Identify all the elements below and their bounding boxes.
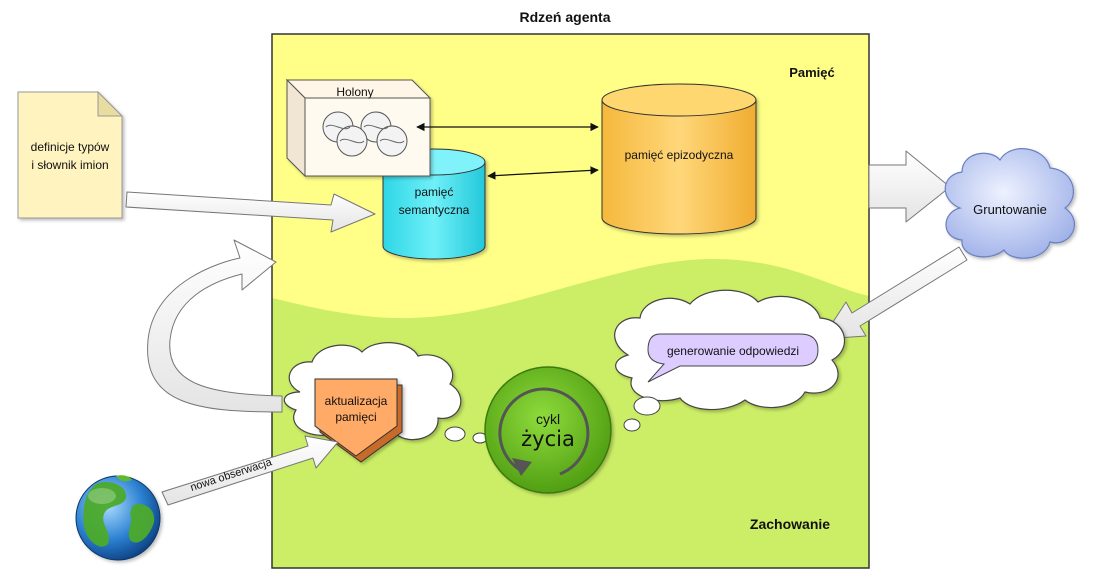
semantic-memory-line-1: pamięć — [415, 185, 454, 199]
memory-region-label: Pamięć — [789, 65, 835, 80]
memory-update-line-1: aktualizacja — [325, 394, 388, 408]
cycle-arrow-icon — [498, 387, 590, 476]
life-cycle-line-2: życia — [521, 427, 575, 451]
response-speech-bubble — [647, 333, 819, 383]
document-line-2: i słownik imion — [31, 158, 108, 172]
memory-update-line-2: pamięci — [335, 410, 376, 424]
document-to-semantic-arrow — [125, 191, 376, 233]
episodic-memory-label: pamięć epizodyczna — [625, 148, 734, 162]
semantic-memory-line-2: semantyczna — [399, 203, 470, 217]
grounding-to-response-arrow — [821, 246, 968, 340]
holony-label: Holony — [336, 85, 373, 99]
response-generation-label: generowanie odpowiedzi — [667, 344, 799, 358]
memory-update-shape — [314, 378, 403, 463]
memory-to-grounding-arrow — [868, 150, 951, 223]
diagram-title: Rdzeń agenta — [519, 9, 610, 25]
document-line-1: definicje typów — [31, 140, 110, 154]
cycle-arrowhead-icon — [512, 458, 532, 476]
globe-icon — [75, 475, 161, 561]
observation-arrow — [161, 435, 339, 506]
semantic-episodic-link — [487, 166, 599, 180]
episodic-memory-cylinder — [601, 83, 757, 235]
behavior-region-label: Zachowanie — [750, 516, 830, 532]
grounding-label: Gruntowanie — [973, 202, 1047, 217]
document-icon — [17, 90, 124, 219]
thought-trail — [444, 396, 661, 444]
holon-spheres-icon — [322, 111, 408, 157]
life-cycle-line-1: cykl — [536, 411, 560, 427]
holony-box — [285, 78, 432, 178]
grounding-cloud — [944, 148, 1076, 259]
update-to-memory-arrow — [147, 239, 283, 413]
